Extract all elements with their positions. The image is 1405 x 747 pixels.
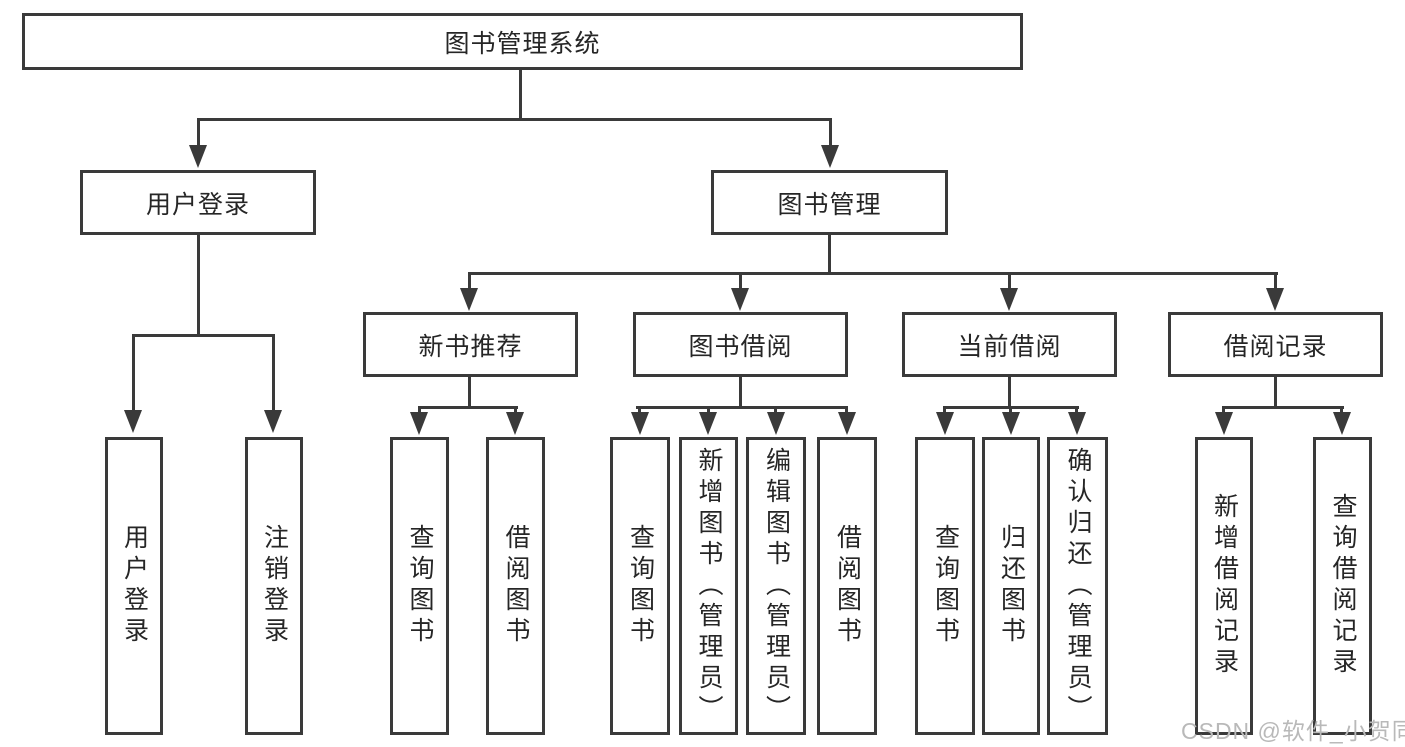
node-confirm-return-admin: 确认归还（管理员） [1047, 437, 1108, 735]
connector-line [197, 120, 200, 148]
connector-line [845, 408, 848, 414]
node-library-management-system: 图书管理系统 [22, 13, 1023, 70]
arrow-down-icon [189, 145, 207, 168]
connector-line [829, 120, 832, 148]
node-add-books-admin: 新增图书（管理员） [679, 437, 738, 735]
connector-line [132, 334, 275, 337]
connector-line [828, 235, 831, 275]
arrow-down-icon [1002, 412, 1020, 435]
node-book-management: 图书管理 [711, 170, 948, 235]
connector-line [1009, 408, 1012, 414]
arrow-down-icon [1068, 412, 1086, 435]
arrow-down-icon [767, 412, 785, 435]
connector-line [638, 408, 641, 414]
connector-line [1274, 274, 1277, 288]
csdn-watermark: CSDN @软件_小贺同学 [1181, 718, 1405, 744]
connector-line [514, 408, 517, 414]
node-borrowing-records: 借阅记录 [1168, 312, 1383, 377]
connector-line [739, 274, 742, 288]
connector-line [1075, 408, 1078, 414]
arrow-down-icon [821, 145, 839, 168]
arrow-down-icon [1000, 288, 1018, 311]
arrow-down-icon [124, 410, 142, 433]
connector-line [468, 272, 1278, 275]
arrow-down-icon [1266, 288, 1284, 311]
connector-line [707, 408, 710, 414]
node-query-borrow-record: 查询借阅记录 [1313, 437, 1372, 735]
arrow-down-icon [631, 412, 649, 435]
connector-line [418, 408, 421, 414]
node-edit-books-admin: 编辑图书（管理员） [746, 437, 806, 735]
connector-line [468, 274, 471, 288]
node-borrowing-borrow-books: 借阅图书 [817, 437, 877, 735]
connector-line [197, 235, 200, 337]
node-new-book-recommendation: 新书推荐 [363, 312, 578, 377]
connector-line [519, 67, 522, 120]
connector-line [418, 406, 518, 409]
node-borrowing-query-books: 查询图书 [610, 437, 670, 735]
arrow-down-icon [506, 412, 524, 435]
connector-line [1340, 408, 1343, 414]
node-recommend-borrow-books: 借阅图书 [486, 437, 545, 735]
arrow-down-icon [1333, 412, 1351, 435]
node-user-login-leaf: 用户登录 [105, 437, 163, 735]
node-logout-leaf: 注销登录 [245, 437, 303, 735]
node-user-login: 用户登录 [80, 170, 316, 235]
connector-line [132, 336, 135, 410]
node-return-books: 归还图书 [982, 437, 1040, 735]
node-recommend-query-books: 查询图书 [390, 437, 449, 735]
arrow-down-icon [838, 412, 856, 435]
node-current-query-books: 查询图书 [915, 437, 975, 735]
arrow-down-icon [936, 412, 954, 435]
arrow-down-icon [1215, 412, 1233, 435]
node-add-borrow-record: 新增借阅记录 [1195, 437, 1253, 735]
arrow-down-icon [699, 412, 717, 435]
connector-line [774, 408, 777, 414]
node-current-borrowing: 当前借阅 [902, 312, 1117, 377]
arrow-down-icon [731, 288, 749, 311]
connector-line [1008, 377, 1011, 408]
connector-line [1222, 406, 1344, 409]
connector-line [1274, 377, 1277, 408]
arrow-down-icon [264, 410, 282, 433]
connector-line [636, 406, 848, 409]
arrow-down-icon [410, 412, 428, 435]
connector-line [272, 336, 275, 410]
connector-line [468, 377, 471, 408]
arrow-down-icon [460, 288, 478, 311]
connector-line [739, 377, 742, 408]
connector-line [943, 406, 1079, 409]
connector-line [943, 408, 946, 414]
connector-line [197, 118, 832, 121]
connector-line [1008, 274, 1011, 288]
node-book-borrowing: 图书借阅 [633, 312, 848, 377]
connector-line [1222, 408, 1225, 414]
